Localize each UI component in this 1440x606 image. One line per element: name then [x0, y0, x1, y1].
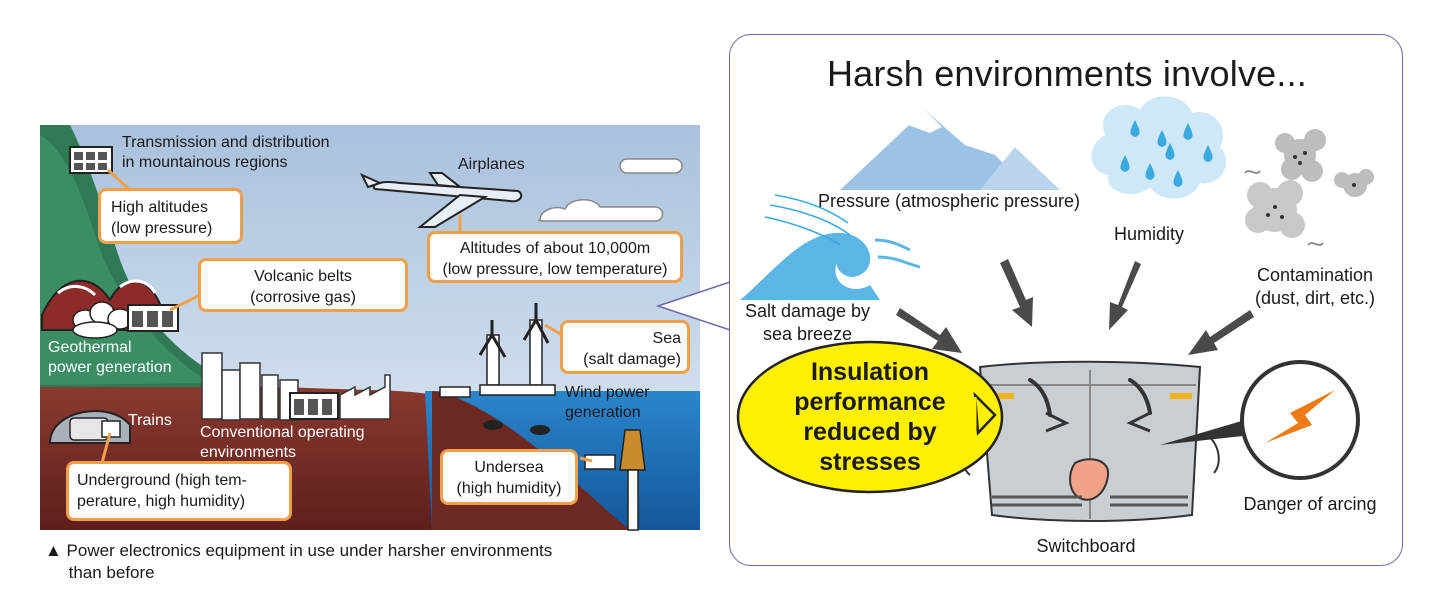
geothermal-substation	[127, 304, 179, 332]
salt-damage-label: Salt damage by sea breeze	[744, 301, 871, 344]
airplane	[359, 172, 523, 228]
connector-high-altitude	[106, 168, 132, 192]
panel-illustration	[736, 96, 1374, 522]
insulation-text: Insulation performance reduced by stress…	[794, 358, 946, 476]
connector-sea	[544, 323, 563, 337]
conventional-substation	[289, 392, 339, 420]
airplanes-label: Airplanes	[458, 156, 525, 173]
humidity-icon	[1091, 96, 1227, 199]
panel-pointer	[655, 280, 731, 332]
undersea-callout: Undersea (high humidity)	[440, 449, 578, 505]
undersea-cable-station	[584, 429, 646, 531]
switchboard-icon	[961, 360, 1220, 522]
contamination-icon	[1244, 129, 1374, 246]
altitudes-callout: Altitudes of about 10,000m (low pressure…	[427, 231, 683, 283]
clouds	[538, 158, 683, 222]
steam-clouds	[72, 301, 133, 339]
mountain-regions-label: Transmission and distribution in mountai…	[122, 134, 330, 171]
mountain-icon	[840, 110, 1060, 190]
wave-icon	[740, 194, 921, 300]
arrow-humidity	[1109, 261, 1141, 330]
connector-undersea	[579, 456, 593, 463]
arrow-contamination	[1188, 310, 1254, 355]
underground-callout: Underground (high tem- perature, high hu…	[66, 461, 292, 521]
figure-caption: ▲ Power electronics equipment in use und…	[45, 541, 553, 582]
arrow-salt	[896, 308, 962, 353]
connector-volcanic	[169, 293, 201, 312]
geothermal-label: Geothermal power generation	[48, 339, 172, 376]
train-substation	[101, 420, 121, 438]
arcing-label: Danger of arcing	[1243, 494, 1377, 514]
arrow-pressure	[1000, 259, 1033, 327]
wind-power-label: Wind power generation	[565, 384, 650, 421]
stress-arrows	[896, 259, 1254, 355]
connector-underground	[100, 432, 112, 464]
mountain-substation	[69, 146, 113, 174]
high-altitudes-callout: High altitudes (low pressure)	[98, 188, 243, 244]
pressure-label: Pressure (atmospheric pressure)	[817, 191, 1081, 211]
arc-pointer	[1160, 420, 1252, 445]
insulation-bubble	[736, 340, 1004, 494]
arc-icon	[1240, 360, 1360, 480]
offshore-platform	[439, 303, 556, 435]
snow-cap-2	[119, 279, 157, 294]
conventional-label: Conventional operating environments	[200, 424, 365, 461]
trains-label: Trains	[128, 412, 172, 429]
humidity-label: Humidity	[1113, 224, 1184, 244]
harsh-environments-scene: Transmission and distribution in mountai…	[40, 125, 700, 531]
panel-title: Harsh environments involve...	[826, 53, 1307, 94]
volcanic-callout: Volcanic belts (corrosive gas)	[198, 258, 408, 312]
harsh-environments-panel: Harsh environments involve...	[729, 34, 1403, 566]
sea-callout: Sea (salt damage)	[560, 320, 690, 374]
contamination-label: Contamination (dust, dirt, etc.)	[1254, 265, 1376, 308]
switchboard-label: Switchboard	[1036, 536, 1136, 556]
snow-cap	[57, 285, 97, 297]
